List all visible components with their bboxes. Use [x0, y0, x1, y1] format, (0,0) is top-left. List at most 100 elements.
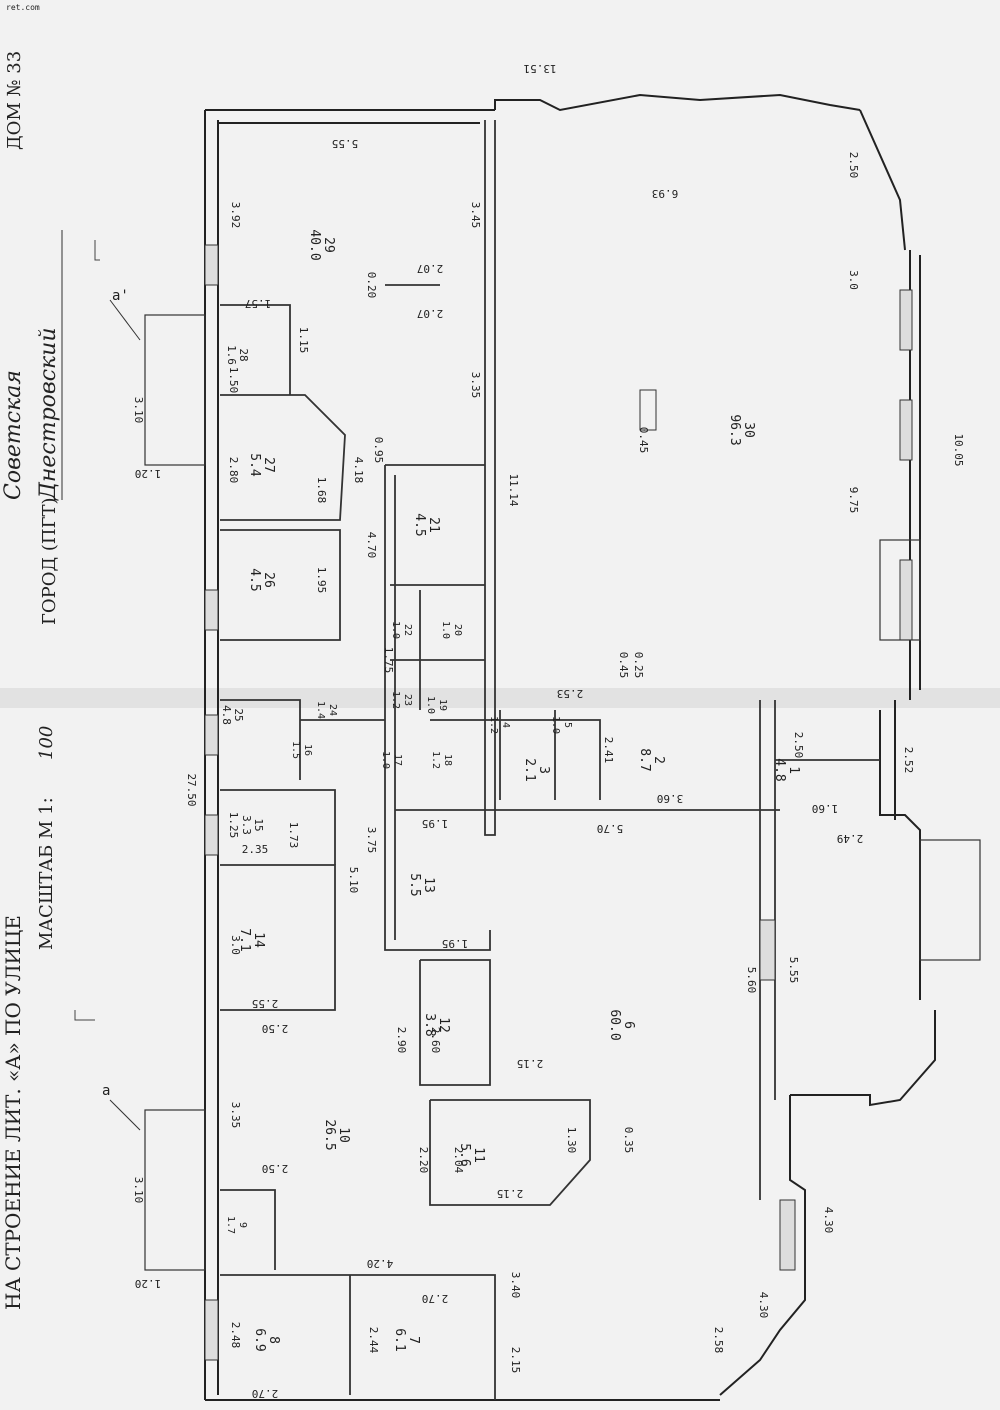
dim-label: 3.35 [469, 372, 482, 399]
room-number: 20 [452, 624, 463, 636]
room-area: 1.2 [488, 716, 499, 734]
window [899, 399, 913, 461]
dim-label: 1.95 [315, 567, 328, 594]
header-block: НА СТРОЕНИЕ ЛИТ. «А» ПО УЛИЦЕ Советская … [1, 51, 100, 1310]
header-line-1: НА СТРОЕНИЕ ЛИТ. «А» ПО УЛИЦЕ [1, 915, 25, 1310]
dim-label: 2.70 [422, 1292, 449, 1305]
room-number: 23 [402, 694, 413, 706]
room-number: 22 [402, 624, 413, 636]
dim-label: 3.92 [229, 202, 242, 229]
dim-label: 11.14 [507, 473, 520, 506]
window [204, 589, 219, 631]
dim-label: 2.15 [509, 1347, 522, 1374]
wall-east-bay [790, 1010, 936, 1107]
partition-26 [220, 529, 341, 641]
room-25-label: 254.8 [220, 705, 245, 725]
room-number: 14 [251, 932, 266, 948]
room-3-label: 32.1 [522, 758, 551, 781]
dim-label: 3.10 [132, 397, 145, 424]
dim-label: 1.68 [315, 477, 328, 504]
room-area: 4.5 [412, 513, 427, 536]
porch-east [919, 839, 981, 961]
dim-label: 2.53 [557, 687, 584, 700]
dim-label: 3.60 [657, 792, 684, 805]
dim-label: 2.35 [242, 843, 269, 856]
room-number: 10 [336, 1127, 351, 1143]
room-area: 8.7 [637, 748, 652, 771]
porch-north [144, 314, 206, 466]
dim-label: 0.45 [637, 427, 650, 454]
partition-15-16 [220, 789, 336, 865]
dim-label: 5.55 [332, 137, 359, 150]
dim-label: 1.73 [287, 822, 300, 849]
partition-25 [220, 699, 301, 780]
dim-label: 3.40 [509, 1272, 522, 1299]
dim-label: 9.75 [847, 487, 860, 514]
window [204, 814, 219, 856]
room-area: 40.0 [307, 229, 322, 260]
room-number: 13 [421, 877, 436, 893]
dim-label: 2.20 [417, 1147, 430, 1174]
room-area: 4.8 [220, 705, 233, 725]
dim-label: 4.20 [367, 1257, 394, 1270]
room-1-label: 14.8 [772, 758, 801, 781]
dim-label: 4.70 [365, 532, 378, 559]
dim-label: 2.07 [417, 307, 444, 320]
room-area: 96.3 [727, 414, 742, 445]
room-area: 1.0 [550, 716, 561, 734]
room-number: 28 [237, 348, 250, 361]
dim-label: 5.55 [787, 957, 800, 984]
room-area: 1.5 [290, 741, 301, 759]
header-bracket-top [94, 240, 100, 261]
partition-rooms-2-5 [430, 719, 601, 800]
room-27-label: 275.4 [247, 453, 276, 477]
room-number: 9 [237, 1222, 248, 1228]
room-number: 21 [426, 517, 441, 533]
dim-label: 1.25 [227, 812, 240, 839]
room-7-label: 76.1 [392, 1328, 421, 1351]
dim-label: 2.44 [367, 1327, 380, 1354]
dimension-labels: 27.50 13.51 10.05 9.75 5.55 3.92 3.45 3.… [132, 62, 965, 1400]
partition-13 [410, 930, 491, 951]
room-23-label: 231.2 [390, 691, 413, 709]
partition-9 [220, 1189, 276, 1270]
dim-label: 13.51 [523, 62, 556, 75]
dim-label: 2.41 [602, 737, 615, 764]
room-area: 3.3 [240, 815, 253, 835]
dim-label: 5.10 [347, 867, 360, 894]
room-number: 24 [327, 704, 338, 716]
room-number: 16 [302, 744, 313, 756]
room-26-label: 264.5 [247, 568, 276, 591]
window [204, 714, 219, 756]
partition-14 [220, 864, 336, 1011]
room-number: 15 [252, 818, 265, 831]
room-area: 6.1 [392, 1328, 407, 1351]
room-number: 27 [261, 457, 276, 473]
room-area: 1.6 [225, 345, 238, 365]
dim-label: 1.20 [135, 467, 162, 480]
dim-label: 2.80 [227, 457, 240, 484]
room-area: 5.5 [407, 873, 422, 896]
dim-label: 2.50 [262, 1162, 289, 1175]
dim-label: 1.95 [422, 817, 449, 830]
dim-label: 2.15 [517, 1057, 544, 1070]
dim-label: 2.15 [497, 1187, 524, 1200]
room-area: 1.0 [380, 751, 391, 769]
dim-label: 0.25 [632, 652, 645, 679]
dim-label: 2.50 [262, 1022, 289, 1035]
partition-7-8 [220, 1274, 496, 1400]
partition-12 [419, 959, 491, 1086]
room-2-label: 28.7 [637, 748, 666, 771]
dim-label: 1.15 [297, 327, 310, 354]
dim-label: 2.60 [429, 1027, 442, 1054]
section-line-top [109, 299, 141, 341]
header-letter: А [1, 1055, 25, 1070]
dim-label: 3.0 [229, 935, 242, 955]
room-area: 6.9 [252, 1328, 267, 1351]
section-label-top: а' [112, 288, 129, 304]
dim-label: 0.35 [622, 1127, 635, 1154]
dim-label: 3.10 [132, 1177, 145, 1204]
room-area: 4.5 [247, 568, 262, 591]
